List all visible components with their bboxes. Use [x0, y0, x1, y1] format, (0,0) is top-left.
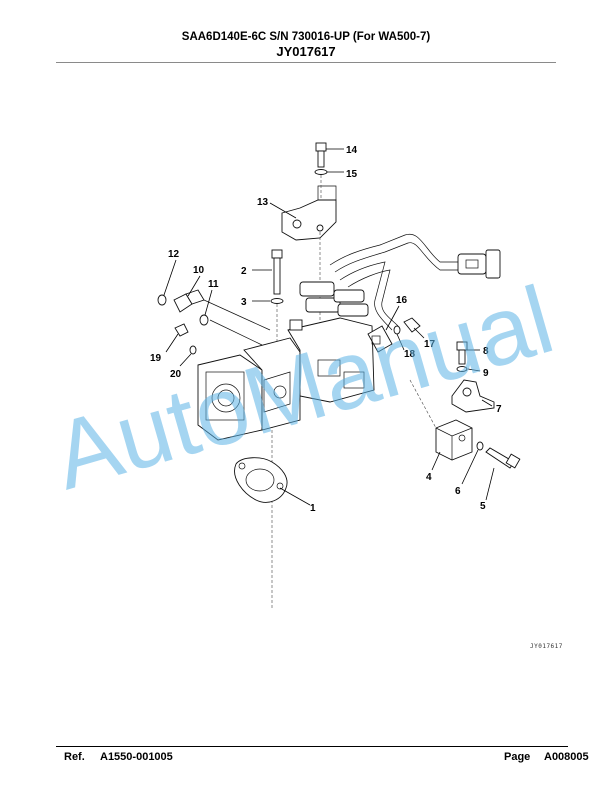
- side-bracket: [451, 341, 495, 413]
- solenoid: [299, 281, 335, 297]
- washer: [476, 441, 484, 451]
- footer-divider: [56, 746, 568, 747]
- callout-12: 12: [168, 249, 180, 260]
- harness-connector: [457, 253, 487, 275]
- o-ring: [157, 294, 167, 306]
- washer: [314, 169, 328, 175]
- page-code: JY017617: [276, 44, 336, 59]
- fitting: [174, 323, 189, 337]
- gasket: [234, 457, 288, 503]
- callout-7: 7: [496, 404, 502, 415]
- o-ring: [199, 314, 209, 326]
- washer: [270, 298, 284, 304]
- solenoid: [337, 303, 369, 317]
- o-ring: [189, 345, 197, 355]
- block: [435, 419, 473, 461]
- bolt-head: [271, 249, 283, 259]
- figure-id: JY017617: [530, 643, 563, 650]
- callout-17: 17: [424, 339, 436, 350]
- callout-13: 13: [257, 197, 269, 208]
- callout-labels: 14 15 13 12 10 2 11 3 16 17 18 19 20 8 9…: [150, 145, 502, 514]
- callout-3: 3: [241, 297, 247, 308]
- pump-housing: [243, 337, 301, 431]
- callout-5: 5: [480, 501, 486, 512]
- header-divider: [56, 62, 556, 63]
- wiring-harness: [329, 233, 501, 331]
- harness-plug: [485, 249, 501, 279]
- bracket-hole: [292, 219, 302, 229]
- solenoid: [333, 289, 365, 303]
- callout-4: 4: [426, 472, 432, 483]
- page-header: SAA6D140E-6C S/N 730016-UP (For WA500-7)…: [56, 30, 556, 60]
- page-title: SAA6D140E-6C S/N 730016-UP (For WA500-7): [181, 31, 431, 43]
- callout-8: 8: [483, 346, 489, 357]
- callout-20: 20: [170, 369, 182, 380]
- page-footer: Ref. A1550-001005 Page A008005: [56, 751, 589, 767]
- callout-16: 16: [396, 295, 408, 306]
- washer: [456, 366, 468, 372]
- long-bolt: [270, 249, 284, 610]
- callout-15: 15: [346, 169, 358, 180]
- callout-19: 19: [150, 353, 162, 364]
- connector-assembly: [367, 317, 421, 353]
- bolt: [403, 317, 421, 333]
- callout-2: 2: [241, 266, 247, 277]
- callout-10: 10: [193, 265, 205, 276]
- valve-body: [197, 281, 375, 441]
- ref-value: A1550-001005: [100, 751, 173, 763]
- callout-11: 11: [208, 279, 219, 290]
- callout-1: 1: [310, 503, 316, 514]
- callout-6: 6: [455, 486, 461, 497]
- page-value: A008005: [544, 751, 589, 763]
- leader-lines: [163, 148, 495, 506]
- callout-14: 14: [346, 145, 358, 156]
- bolt-shank: [273, 257, 281, 295]
- ref-label: Ref.: [64, 751, 85, 763]
- bracket-hole: [316, 224, 324, 232]
- bolt-shank: [458, 349, 466, 365]
- callout-9: 9: [483, 368, 489, 379]
- mount-block: [409, 379, 521, 469]
- bolt-head: [315, 142, 327, 152]
- bolt-shank: [317, 150, 325, 168]
- page-label: Page: [504, 751, 531, 763]
- port: [289, 319, 303, 331]
- sensor-assembly: [157, 289, 271, 355]
- bracket-plate: [451, 379, 495, 413]
- mounting-bracket: [281, 142, 337, 330]
- watermark: AutoManual: [42, 266, 564, 510]
- callout-18: 18: [404, 349, 416, 360]
